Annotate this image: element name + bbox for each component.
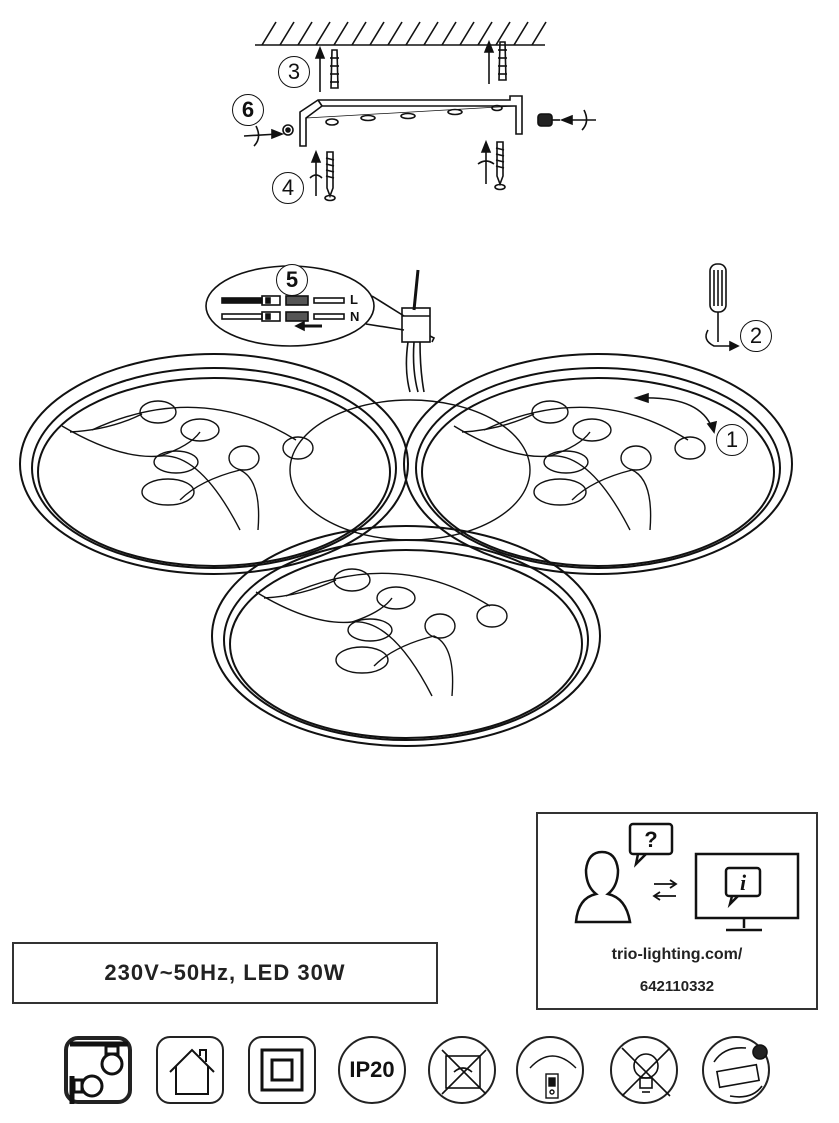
step-4-label: 4 [272,172,304,204]
screw-right [477,139,506,191]
support-illustration: ? i [574,822,800,932]
leaf-branch-right [453,400,706,531]
wiring-callout [205,265,405,347]
step-1-label: 1 [716,424,748,456]
leaf-branch-bottom [255,568,508,697]
spec-box: 230V~50Hz, LED 30W [12,942,438,1004]
wall-plug-left [314,45,339,92]
svg-text:i: i [740,870,747,895]
wall-plug-right [483,39,507,84]
screwdriver [705,263,740,352]
driver-replaceable-icon [702,1036,770,1104]
screw-left [309,149,336,202]
svg-text:?: ? [644,827,657,852]
side-screw-right [537,109,596,131]
info-code: 642110332 [639,978,715,995]
ip-rating-icon: IP20 [338,1036,406,1104]
info-monitor-icon: i [694,852,800,932]
indoor-use-icon [156,1036,224,1104]
side-screw-left [243,124,294,147]
wire-neutral-label: N [350,309,360,324]
supply-cable [401,269,436,393]
dimmable-switch-icon [516,1036,584,1104]
ceiling-mount-icon [64,1036,132,1104]
question-bubble-icon: ? [628,822,674,868]
spec-text: 230V~50Hz, LED 30W [104,960,346,985]
step-5-label: 5 [276,264,308,296]
led-not-replaceable-icon [610,1036,678,1104]
wire-live-label: L [350,292,358,307]
not-for-covering-icon [428,1036,496,1104]
person-icon [574,850,632,924]
protection-class-ii-icon [248,1036,316,1104]
leaf-branch-left [61,400,314,531]
step-3-label: 3 [278,56,310,88]
ceiling-line [255,21,547,46]
step-2-label: 2 [740,320,772,352]
mounting-bracket [299,95,523,147]
rotation-arrow [633,392,718,434]
info-box: ? i trio-lighting.com/ 642110332 [536,812,818,1010]
ip-rating-text: IP20 [349,1057,395,1082]
info-url[interactable]: trio-lighting.com/ [611,946,743,963]
exchange-arrows-icon [652,879,678,901]
step-6-label: 6 [232,94,264,126]
luminaire [19,353,793,747]
